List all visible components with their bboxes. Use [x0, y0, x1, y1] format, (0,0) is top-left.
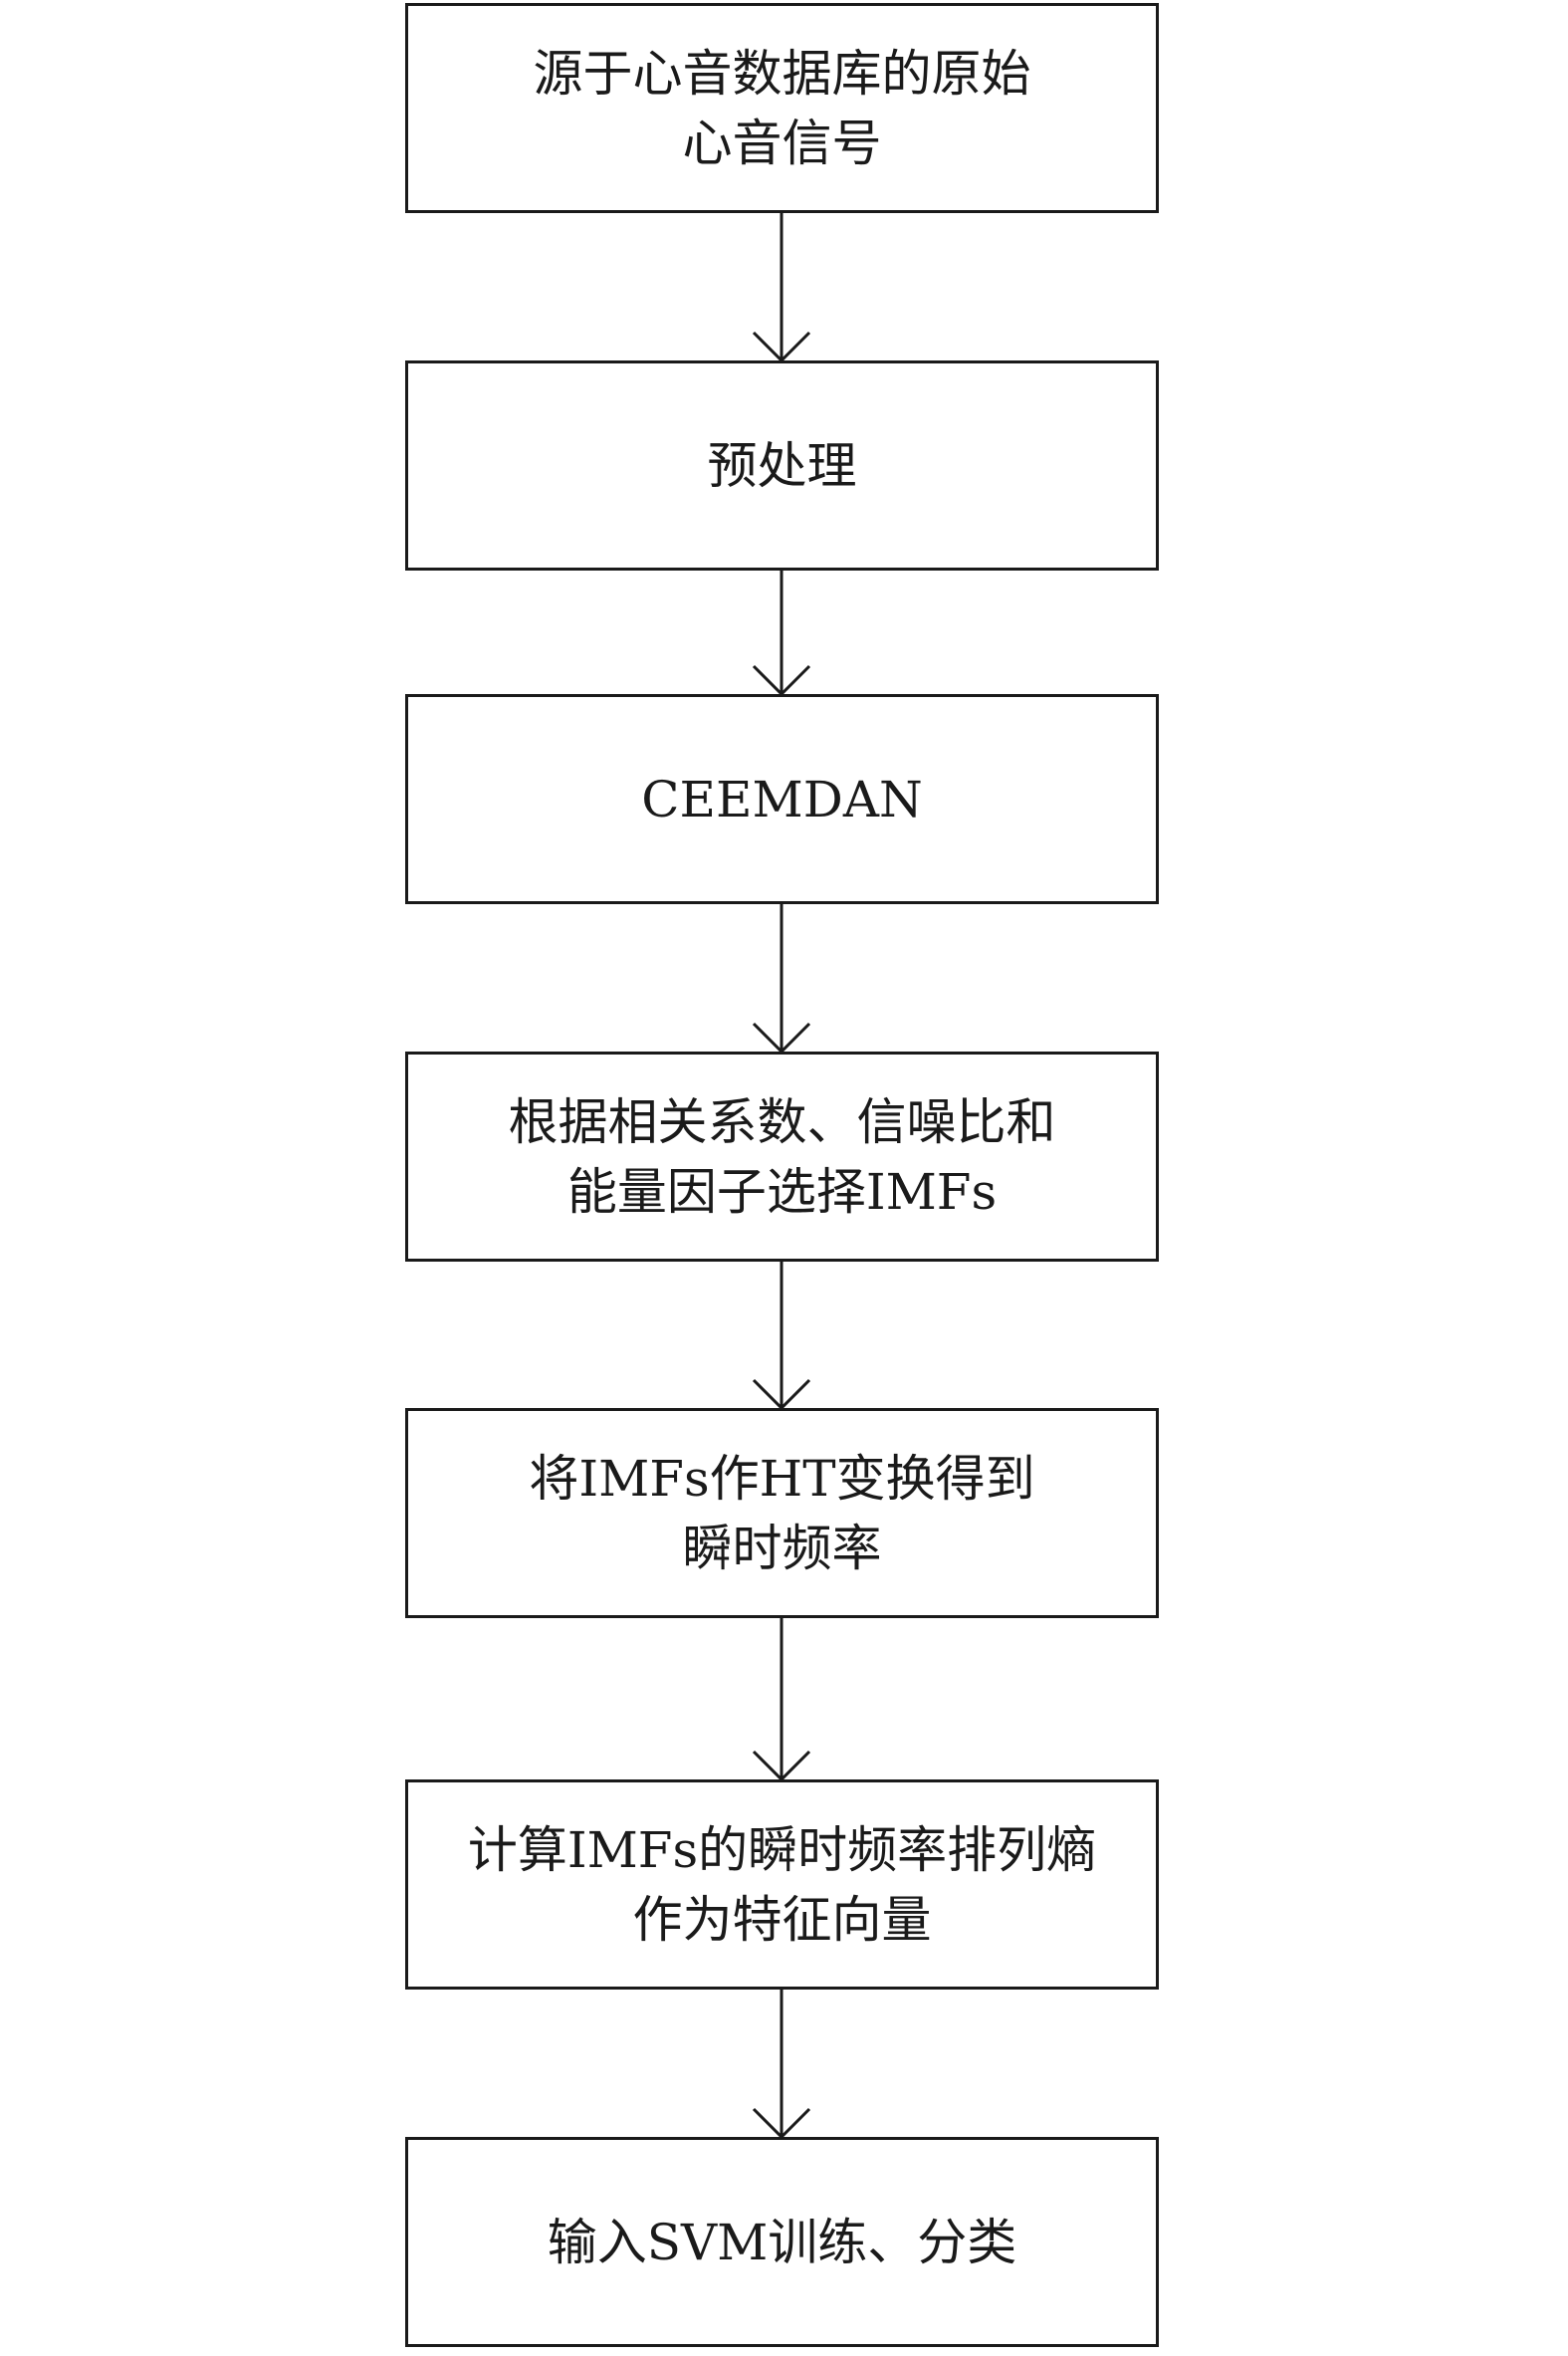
- step-permutation-entropy: 计算IMFs的瞬时频率排列熵 作为特征向量: [405, 1779, 1159, 1990]
- step-ceemdan-label: CEEMDAN: [641, 765, 922, 834]
- step-permutation-entropy-line-2: 作为特征向量: [632, 1890, 932, 1949]
- step-preprocess-line-1: 预处理: [707, 436, 857, 495]
- step-select-imfs-label: 根据相关系数、信噪比和 能量因子选择IMFs: [509, 1087, 1056, 1227]
- step-select-imfs-line-1: 根据相关系数、信噪比和: [508, 1092, 1056, 1151]
- arrow-2-to-3: [752, 571, 811, 697]
- arrow-5-to-6: [752, 1618, 811, 1782]
- step-ht-transform-line-1: 将IMFs作HT变换得到: [529, 1449, 1035, 1508]
- arrow-1-to-2: [752, 213, 811, 363]
- step-permutation-entropy-line-1: 计算IMFs的瞬时频率排列熵: [467, 1820, 1097, 1879]
- step-ht-transform: 将IMFs作HT变换得到 瞬时频率: [405, 1408, 1159, 1618]
- step-raw-signal-line-2: 心音信号: [682, 114, 882, 172]
- arrow-4-to-5: [752, 1262, 811, 1411]
- step-preprocess-label: 预处理: [708, 431, 857, 501]
- step-raw-signal-line-1: 源于心音数据库的原始: [533, 44, 1031, 103]
- arrow-3-to-4: [752, 904, 811, 1055]
- step-preprocess: 预处理: [405, 360, 1159, 571]
- step-svm-classify-label: 输入SVM训练、分类: [548, 2208, 1017, 2277]
- step-select-imfs-line-2: 能量因子选择IMFs: [566, 1162, 998, 1221]
- step-raw-signal-label: 源于心音数据库的原始 心音信号: [534, 39, 1031, 178]
- step-ht-transform-line-2: 瞬时频率: [682, 1519, 882, 1577]
- step-ceemdan: CEEMDAN: [405, 694, 1159, 904]
- step-select-imfs: 根据相关系数、信噪比和 能量因子选择IMFs: [405, 1052, 1159, 1262]
- step-svm-classify: 输入SVM训练、分类: [405, 2137, 1159, 2347]
- step-svm-classify-line-1: 输入SVM训练、分类: [547, 2213, 1017, 2271]
- step-ceemdan-line-1: CEEMDAN: [641, 770, 923, 828]
- step-permutation-entropy-label: 计算IMFs的瞬时频率排列熵 作为特征向量: [468, 1815, 1096, 1955]
- step-raw-signal: 源于心音数据库的原始 心音信号: [405, 3, 1159, 213]
- step-ht-transform-label: 将IMFs作HT变换得到 瞬时频率: [529, 1444, 1034, 1583]
- arrow-6-to-7: [752, 1990, 811, 2140]
